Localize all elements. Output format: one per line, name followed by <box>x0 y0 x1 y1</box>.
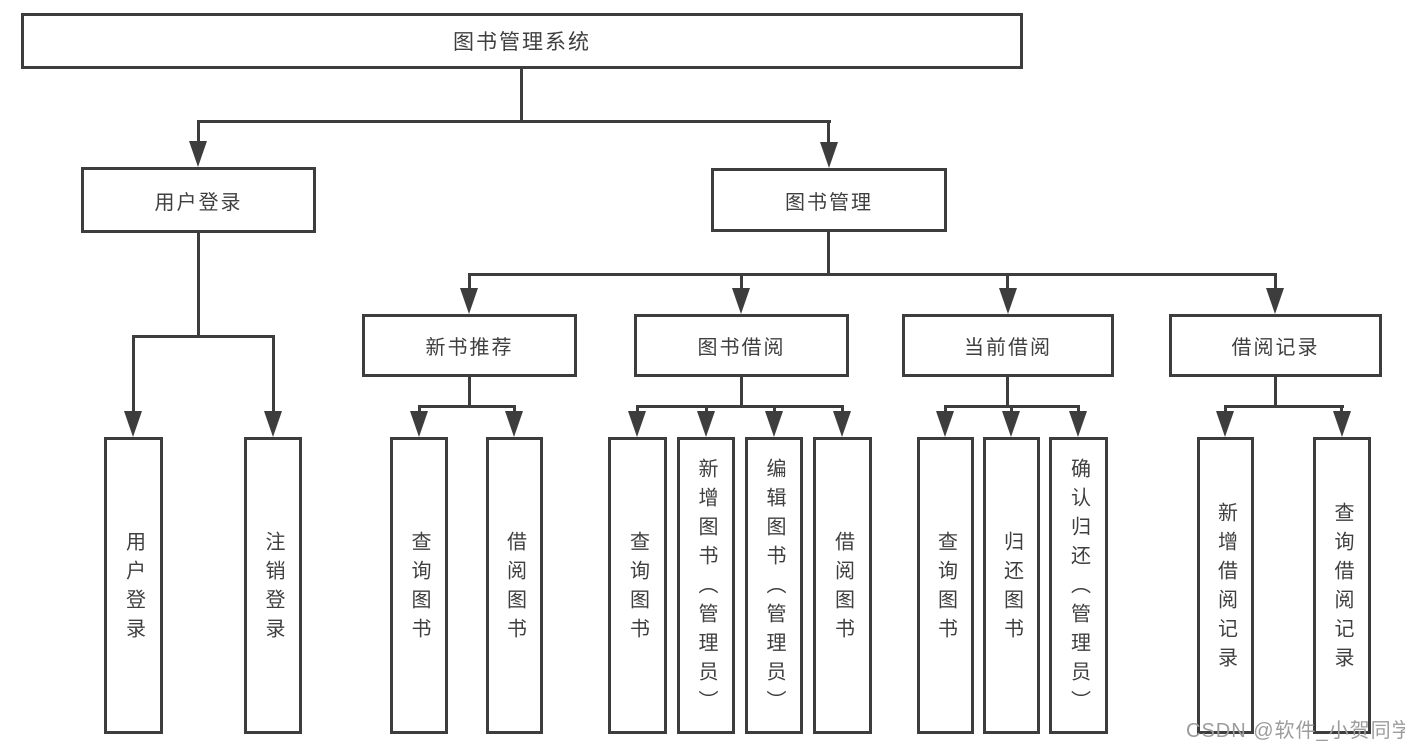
connector-line <box>197 120 200 143</box>
arrow-down-icon <box>628 411 646 437</box>
connector-line <box>1224 405 1227 414</box>
arrow-down-icon <box>833 411 851 437</box>
arrow-down-icon <box>189 141 207 167</box>
connector-line <box>513 405 516 414</box>
connector-line <box>841 405 844 414</box>
connector-line <box>740 377 743 407</box>
node-current-borrow: 当前借阅 <box>902 314 1114 377</box>
arrow-down-icon <box>999 288 1017 314</box>
leaf-add-borrow-record: 新增借阅记录 <box>1197 437 1254 734</box>
connector-line <box>520 69 523 120</box>
connector-line <box>197 233 200 337</box>
connector-line <box>468 273 1277 276</box>
connector-line <box>827 232 830 275</box>
connector-line <box>272 335 275 413</box>
connector-line <box>468 377 471 407</box>
arrow-down-icon <box>820 142 838 168</box>
connector-line <box>132 335 275 338</box>
leaf-query-books-2: 查询图书 <box>608 437 667 734</box>
leaf-borrow-books-1: 借阅图书 <box>486 437 543 734</box>
connector-line <box>1006 273 1009 290</box>
arrow-down-icon <box>460 288 478 314</box>
node-user-login: 用户登录 <box>81 167 316 233</box>
node-borrow-records: 借阅记录 <box>1169 314 1382 377</box>
leaf-return-book: 归还图书 <box>983 437 1040 734</box>
connector-line <box>197 120 831 123</box>
arrow-down-icon <box>1069 411 1087 437</box>
leaf-query-books-1: 查询图书 <box>390 437 448 734</box>
arrow-down-icon <box>264 411 282 437</box>
arrow-down-icon <box>505 411 523 437</box>
arrow-down-icon <box>1333 411 1351 437</box>
leaf-confirm-return-admin: 确认归还（管理员） <box>1049 437 1108 734</box>
connector-line <box>773 405 776 414</box>
connector-line <box>827 120 830 144</box>
leaf-borrow-books-2: 借阅图书 <box>813 437 872 734</box>
connector-line <box>418 405 516 408</box>
connector-line <box>132 335 135 413</box>
connector-line <box>1010 405 1013 414</box>
node-book-borrow: 图书借阅 <box>634 314 849 377</box>
arrow-down-icon <box>936 411 954 437</box>
connector-line <box>636 405 639 414</box>
arrow-down-icon <box>1266 288 1284 314</box>
connector-line <box>636 405 844 408</box>
leaf-logout: 注销登录 <box>244 437 302 734</box>
arrow-down-icon <box>410 411 428 437</box>
node-new-book-recommend: 新书推荐 <box>362 314 577 377</box>
node-root: 图书管理系统 <box>21 13 1023 69</box>
connector-line <box>1006 377 1009 407</box>
arrow-down-icon <box>732 288 750 314</box>
arrow-down-icon <box>1216 411 1234 437</box>
arrow-down-icon <box>124 411 142 437</box>
leaf-user-login: 用户登录 <box>104 437 163 734</box>
leaf-query-borrow-record: 查询借阅记录 <box>1313 437 1371 734</box>
connector-line <box>1224 405 1344 408</box>
leaf-query-books-3: 查询图书 <box>917 437 974 734</box>
connector-line <box>1274 273 1277 290</box>
connector-line <box>468 273 471 290</box>
arrow-down-icon <box>1002 411 1020 437</box>
connector-line <box>1077 405 1080 414</box>
arrow-down-icon <box>765 411 783 437</box>
arrow-down-icon <box>697 411 715 437</box>
node-book-management: 图书管理 <box>711 168 947 232</box>
connector-line <box>418 405 421 414</box>
connector-line <box>1274 377 1277 407</box>
connector-line <box>944 405 947 414</box>
leaf-add-book-admin: 新增图书（管理员） <box>677 437 735 734</box>
connector-line <box>740 273 743 290</box>
connector-line <box>1340 405 1343 414</box>
csdn-watermark: CSDN @软件_小贺同学 <box>1186 720 1405 742</box>
leaf-edit-book-admin: 编辑图书（管理员） <box>745 437 803 734</box>
connector-line <box>705 405 708 414</box>
